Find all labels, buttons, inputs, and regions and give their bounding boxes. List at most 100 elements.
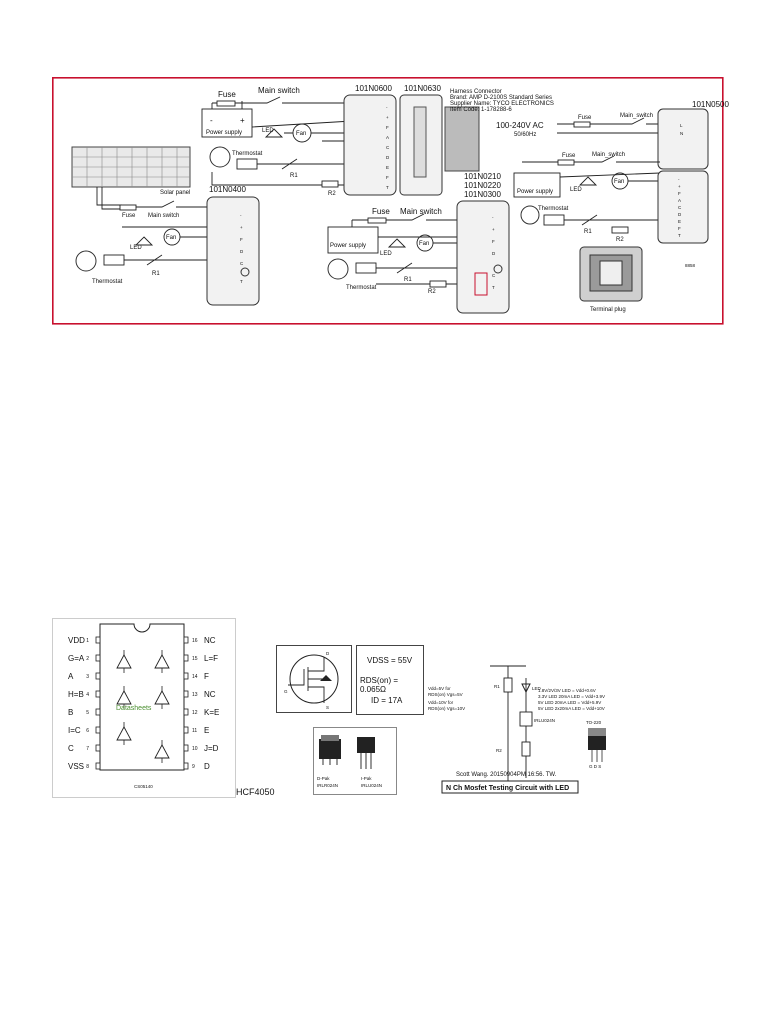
svg-text:C: C [492, 273, 496, 278]
chip-pin-label: D [204, 762, 210, 771]
svg-text:E: E [678, 219, 681, 224]
svg-text:S: S [326, 705, 329, 710]
chip-pin-label: J=D [204, 744, 219, 753]
harness-supplier: Supplier Name: TYCO ELECTRONICS [450, 101, 554, 107]
svg-text:T: T [678, 233, 681, 238]
chip-pin-number: 10 [192, 746, 198, 752]
svg-text:T: T [240, 279, 243, 284]
model-101n0500: 101N0500 [692, 100, 729, 109]
harness-brand: Brand: AMP D-2100S Standard Series [450, 95, 552, 101]
svg-text:R1: R1 [584, 229, 592, 235]
svg-text:-: - [386, 105, 388, 110]
solar-panel [71, 146, 191, 188]
chip-pin-label: C [68, 744, 74, 753]
chip-pin [95, 672, 101, 680]
svg-text:Thermostat: Thermostat [92, 279, 123, 285]
svg-text:G: G [284, 689, 288, 694]
figure-code: 8858 [685, 263, 696, 268]
resistor-r2 [521, 741, 531, 757]
chip-pin-number: 13 [192, 692, 198, 698]
svg-text:Power supply: Power supply [517, 189, 553, 195]
mosfet-symbol [289, 654, 339, 704]
chip-pin-label: VSS [68, 762, 84, 771]
circuit-title: N Ch Mosfet Testing Circuit with LED [446, 785, 569, 792]
test-led-icon [521, 683, 531, 694]
chip-pin [183, 654, 189, 662]
svg-text:C: C [678, 205, 682, 210]
chip-pin-label: VDD [68, 636, 85, 645]
chip-pin-number: 3 [86, 674, 89, 680]
chip-pin-number: 11 [192, 728, 197, 734]
svg-text:Main switch: Main switch [400, 207, 442, 216]
svg-text:R2: R2 [428, 289, 436, 295]
svg-text:Fan: Fan [296, 131, 306, 137]
unit-101n0300 [456, 200, 510, 314]
mosfet-packages: D-Pak IRLR024N I-Pak IRLU024N [313, 727, 397, 795]
svg-text:R1: R1 [404, 277, 412, 283]
unit-d-pins: - + F D C T [492, 215, 496, 290]
led-note-1: 1.8V/2V/3V LED = Vdd+0.6V [538, 688, 596, 693]
thermostat-label: Thermostat [232, 151, 263, 157]
dpak-part: IRLR024N [317, 783, 338, 788]
chip-pin-number: 14 [192, 674, 198, 680]
chip-pin [183, 744, 189, 752]
svg-text:+: + [386, 115, 389, 120]
chip-pin [183, 762, 189, 770]
svg-text:Thermostat: Thermostat [538, 206, 569, 212]
harness-connector-plug [444, 106, 480, 172]
chip-pin-label: G=A [68, 654, 85, 663]
model-101n0300: 101N0300 [464, 190, 501, 199]
svg-text:Fuse: Fuse [372, 207, 390, 216]
svg-text:LED: LED [532, 686, 542, 691]
chip-pin-label: B [68, 708, 73, 717]
svg-text:Main_switch: Main_switch [592, 152, 625, 158]
chip-pin-label: I=C [68, 726, 81, 735]
svg-text:R1: R1 [494, 684, 500, 689]
svg-text:+: + [240, 225, 243, 230]
chip-pin-label: L=F [204, 654, 218, 663]
chip-pin-label: NC [204, 636, 216, 645]
svg-text:F: F [386, 125, 389, 130]
svg-text:F: F [678, 191, 681, 196]
svg-text:D: D [326, 651, 330, 656]
mosfet-symbol-box: G D S [276, 645, 352, 713]
chip-pin-label: A [68, 672, 74, 681]
chip-pin-number: 4 [86, 692, 89, 698]
chip-pin [95, 690, 101, 698]
svg-text:T: T [492, 285, 495, 290]
svg-text:N: N [680, 131, 683, 136]
chip-pin [183, 708, 189, 716]
chip-pin-number: 15 [192, 656, 198, 662]
unit-101n0600 [343, 94, 397, 196]
chip-part-code: CS05140 [134, 784, 153, 789]
svg-text:D: D [386, 155, 390, 160]
dpak-name: D-Pak [317, 776, 330, 781]
chip-pin [183, 672, 189, 680]
svg-text:RDS(on) Vgs=10V: RDS(on) Vgs=10V [428, 706, 465, 711]
chip-pin [95, 726, 101, 734]
unit-101n0500 [657, 170, 709, 244]
svg-text:RDS(on) Vgs=5V: RDS(on) Vgs=5V [428, 692, 463, 697]
svg-text:Fan: Fan [614, 179, 624, 185]
chip-pin-number: 16 [192, 638, 198, 644]
chip-pin [95, 744, 101, 752]
main-switch-label: Main switch [258, 86, 300, 95]
svg-text:T: T [386, 185, 389, 190]
svg-text:A: A [678, 198, 681, 203]
ac-input-label: 100-240V AC [496, 121, 544, 130]
svg-text:Main switch: Main switch [148, 213, 179, 219]
svg-text:LED: LED [380, 251, 392, 257]
svg-text:-: - [678, 177, 680, 182]
chip-pin-label: F [204, 672, 209, 681]
unit-101n0500-top [657, 108, 709, 170]
svg-text:+: + [240, 116, 245, 125]
svg-text:+: + [678, 184, 681, 189]
circuit-signature: Scott Wang. 20150904PM 16:56. TW. [456, 772, 557, 778]
chip-pin-number: 6 [86, 728, 89, 734]
terminal-plug [579, 246, 643, 302]
model-101n0220: 101N0220 [464, 181, 501, 190]
svg-text:-: - [210, 116, 213, 125]
chip-pin-number: 8 [86, 764, 89, 770]
